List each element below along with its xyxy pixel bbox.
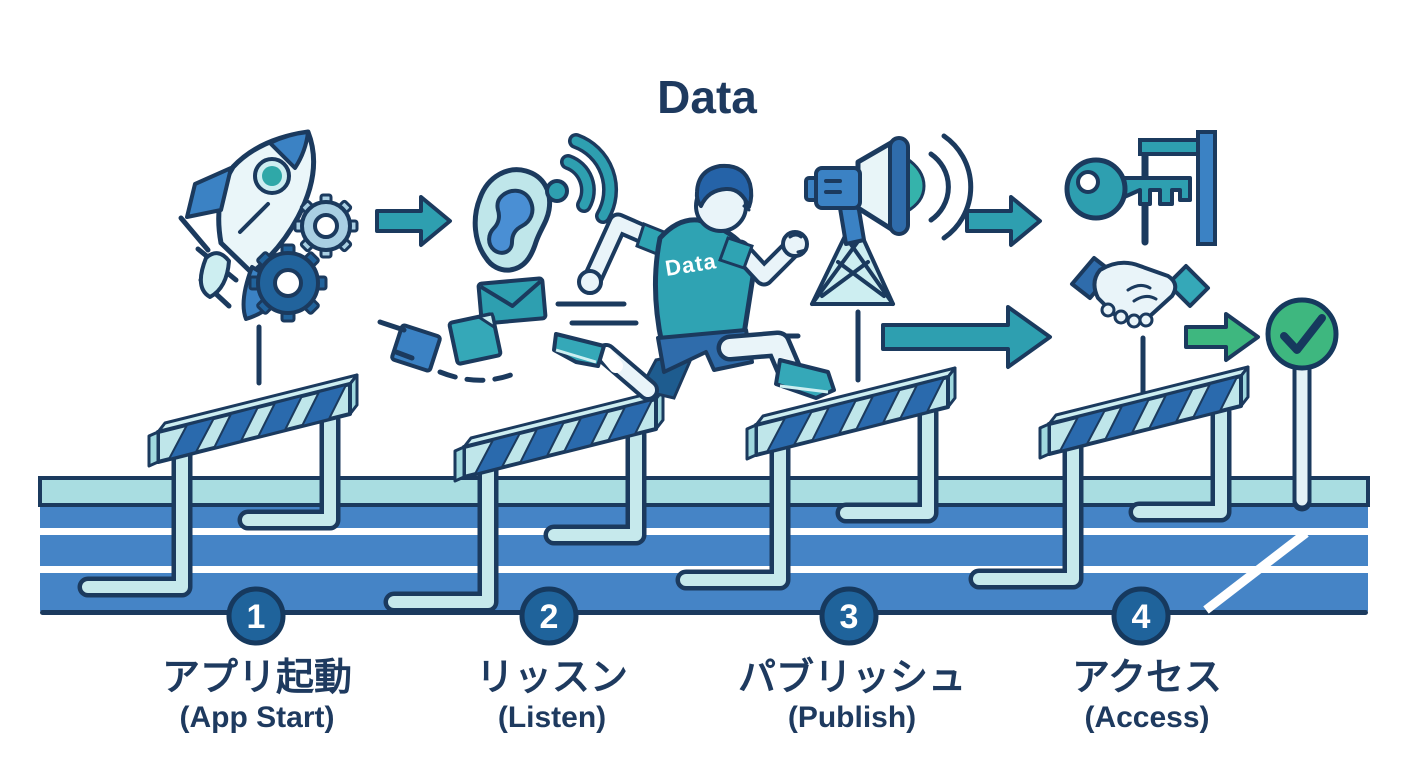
diagram-title: Data <box>657 71 757 123</box>
stage-label-ja: アプリ起動 <box>162 657 352 699</box>
checkmark-icon <box>1280 314 1326 354</box>
stage-number: 4 <box>1132 598 1151 636</box>
wifi-icon <box>545 133 619 224</box>
flow-arrow-4-icon <box>1184 312 1260 362</box>
stage-label-en: (Listen) <box>498 701 606 734</box>
document-icon <box>390 323 442 373</box>
motion-dashes <box>377 319 519 383</box>
stage-label-en: (Publish) <box>788 701 916 734</box>
handshake-icon <box>1070 256 1210 329</box>
track-finish-diagonal <box>1203 529 1309 614</box>
megaphone-tower-icon <box>804 133 974 306</box>
gear-large-icon <box>248 243 328 323</box>
stage-3-label: パブリッシュ (Publish) <box>738 656 966 734</box>
stage-label-ja: パブリッシュ <box>738 656 966 699</box>
stage-label-en: (App Start) <box>180 701 335 734</box>
stage-label-ja: アクセス <box>1072 657 1222 699</box>
stage-number: 1 <box>247 598 266 636</box>
document-icon <box>447 312 503 366</box>
stage-1-label: アプリ起動 (App Start) <box>162 657 352 734</box>
stage-3-badge: 3 <box>819 586 879 646</box>
stage-4-label: アクセス (Access) <box>1072 657 1222 734</box>
stage-2-badge: 2 <box>519 586 579 646</box>
key-icon <box>1064 130 1217 246</box>
stage-1-badge: 1 <box>226 586 286 646</box>
stage-number: 2 <box>540 598 559 636</box>
stage-number: 3 <box>840 598 859 636</box>
check-circle-icon <box>1265 297 1339 371</box>
stage-label-ja: リッスン <box>476 657 628 699</box>
envelope-icon <box>476 276 548 326</box>
finish-check-sign <box>1265 297 1339 512</box>
flow-arrow-3-icon <box>881 305 1052 369</box>
stage-connector-lines <box>256 309 1146 395</box>
gear-small-icon <box>293 193 359 259</box>
flow-arrow-1-icon <box>375 195 452 247</box>
stage-label-en: (Access) <box>1084 701 1209 734</box>
ear-icon <box>472 167 553 273</box>
stage-4-badge: 4 <box>1111 586 1171 646</box>
flow-arrow-2-icon <box>965 195 1042 247</box>
stage-2-label: リッスン (Listen) <box>476 657 628 734</box>
runner-illustration: Data <box>552 163 836 401</box>
